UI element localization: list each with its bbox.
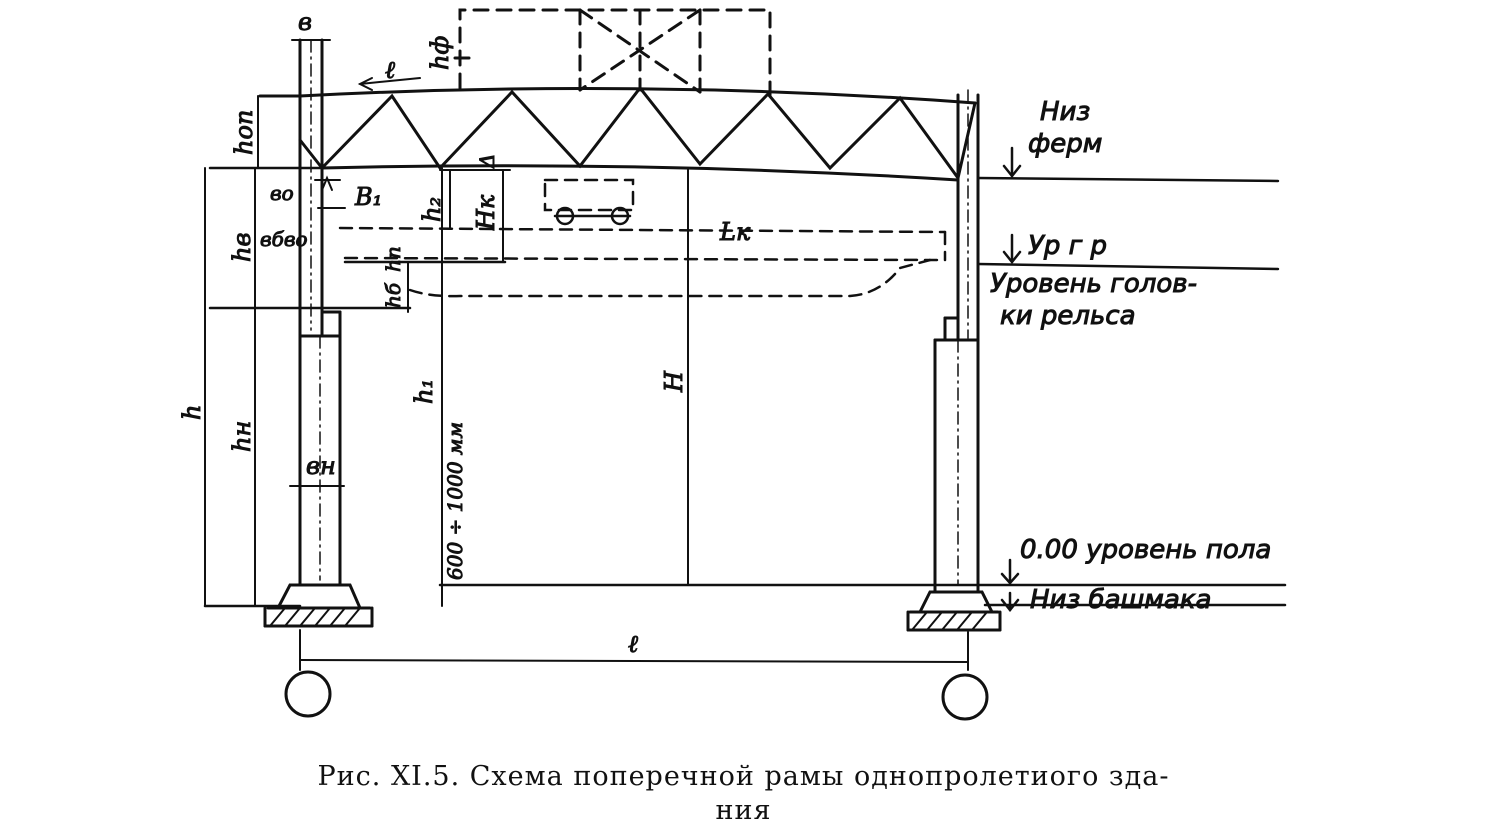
- left-hatch: [269, 607, 361, 627]
- label-delta: Δ: [475, 154, 499, 169]
- label-l-arrow: ℓ: [385, 56, 395, 84]
- frame-diagram: в hф ℓ hоп Δ во В₁ h₂ Hк Lк hв вбво hп h…: [178, 8, 1287, 721]
- label-h-f: hф: [426, 36, 454, 70]
- dimension-lines: [204, 39, 969, 671]
- roof-truss: [258, 85, 977, 182]
- label-L-k: Lк: [719, 218, 751, 246]
- note-niz-ferm-2: ферм: [1028, 129, 1102, 159]
- figure-caption-line-1: Рис. XI.5. Схема поперечной рамы однопро…: [317, 761, 1170, 792]
- label-range-mm: 600 ÷ 1000 мм: [443, 422, 467, 580]
- level-arrows: [1000, 146, 1022, 613]
- right-column: [906, 89, 1002, 632]
- label-B1: В₁: [354, 183, 382, 211]
- label-h: h: [178, 405, 206, 420]
- crane: [338, 178, 947, 298]
- figure-caption-line-2: ния: [715, 795, 772, 826]
- label-H: H: [660, 370, 688, 393]
- crane-wheels: [553, 206, 632, 226]
- label-b-n: вн: [306, 452, 336, 480]
- note-rail-2: ки рельса: [1000, 301, 1136, 331]
- note-floor: 0.00 уровень пола: [1020, 535, 1271, 565]
- right-hatch: [911, 611, 988, 631]
- note-niz-ferm-1: Низ: [1040, 97, 1090, 127]
- supports: [284, 670, 989, 721]
- level-lines: [203, 166, 1287, 608]
- label-H-k: Hк: [472, 194, 500, 231]
- lantern: [453, 8, 772, 98]
- note-rail-1: Уровень голов-: [990, 269, 1197, 299]
- label-b-v: в: [298, 8, 312, 36]
- label-h-v: hв: [228, 233, 256, 262]
- left-column: [263, 38, 374, 628]
- label-h1: h₁: [410, 379, 438, 404]
- label-h-b: hб: [381, 282, 405, 308]
- note-shoe: Низ башмака: [1030, 585, 1211, 615]
- note-ur-gr: Ур г р: [1028, 231, 1107, 261]
- label-h-op: hоп: [230, 110, 258, 155]
- label-h-n: hн: [228, 421, 256, 452]
- label-b-b-b-o: вбво: [260, 227, 308, 251]
- label-h-p: hп: [381, 246, 405, 272]
- label-l-span: ℓ: [628, 630, 638, 658]
- label-h2: h₂: [418, 197, 446, 222]
- label-b-o: во: [270, 181, 294, 205]
